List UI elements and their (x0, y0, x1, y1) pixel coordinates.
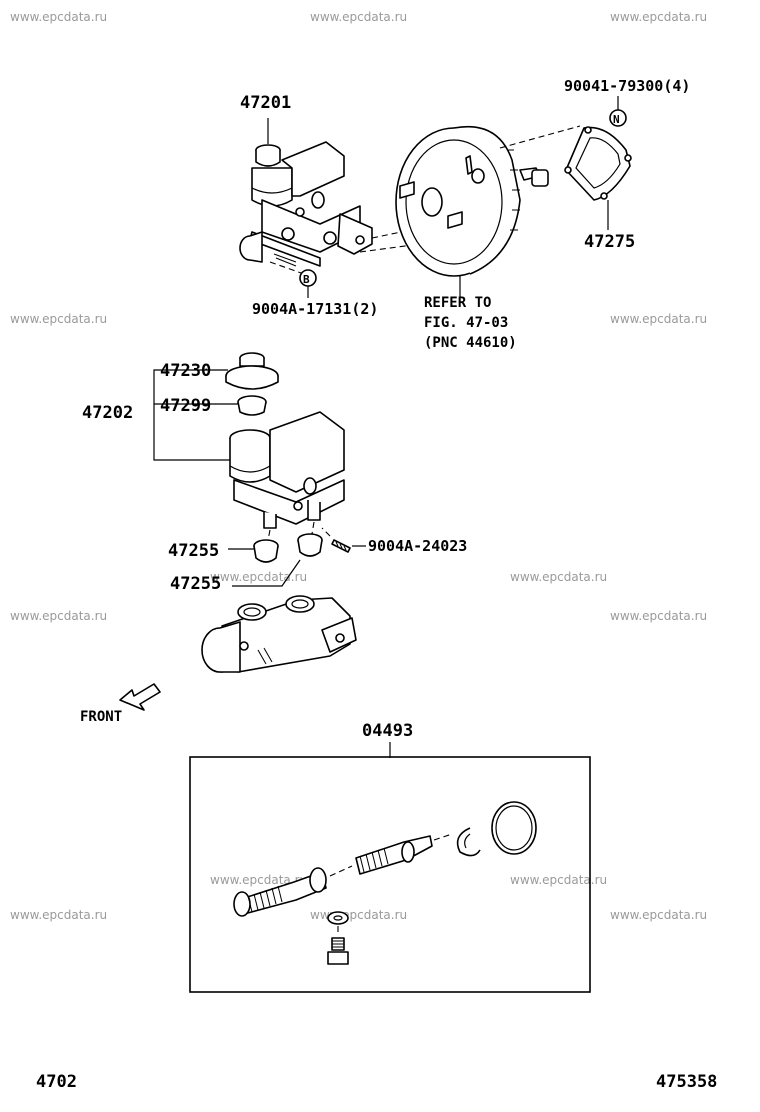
marker-b-label: B (303, 273, 310, 286)
nut-line (499, 125, 581, 149)
reservoir-strainer-47299 (237, 395, 267, 416)
refer-line-3: (PNC 44610) (424, 335, 517, 351)
part-label-47255-upper: 47255 (168, 541, 219, 561)
reservoir-tank (229, 411, 345, 529)
marker-n-icon (609, 109, 627, 127)
part-label-47299: 47299 (160, 396, 211, 416)
watermark-text: www.epcdata.ru (10, 609, 107, 623)
pin-line (321, 527, 331, 537)
grommet-47255-right (297, 533, 323, 557)
front-arrow-icon (119, 683, 161, 711)
watermark-text: www.epcdata.ru (10, 312, 107, 326)
watermark-text: www.epcdata.ru (10, 908, 107, 922)
part-label-47202: 47202 (82, 403, 133, 423)
master-cylinder-assembly-top (239, 141, 373, 267)
part-label-90041-79300: 90041-79300(4) (564, 77, 690, 95)
watermarks: www.epcdata.ru www.epcdata.ru www.epcdat… (10, 10, 707, 922)
watermark-text: www.epcdata.ru (610, 10, 707, 24)
front-label: FRONT (80, 709, 122, 725)
part-label-47230: 47230 (160, 361, 211, 381)
watermark-text: www.epcdata.ru (610, 908, 707, 922)
bracket-line (153, 369, 230, 461)
watermark-text: www.epcdata.ru (610, 312, 707, 326)
drawing-number: 475358 (656, 1072, 717, 1092)
reservoir-cap-47230 (225, 352, 279, 390)
assembly-line (267, 529, 271, 541)
watermark-text: www.epcdata.ru (210, 873, 307, 887)
part-label-47201: 47201 (240, 93, 291, 113)
watermark-text: www.epcdata.ru (510, 873, 607, 887)
refer-line-1: REFER TO (424, 295, 491, 311)
part-label-9004a-17131: 9004A-17131(2) (252, 300, 378, 318)
watermark-text: www.epcdata.ru (510, 570, 607, 584)
retaining-pin (331, 539, 351, 553)
leader-line (232, 559, 301, 587)
brake-booster (395, 126, 549, 277)
watermark-text: www.epcdata.ru (210, 570, 307, 584)
grommet-47255-left (253, 539, 279, 563)
marker-n-label: N (613, 113, 620, 126)
booster-gasket (564, 126, 632, 201)
part-label-04493: 04493 (362, 721, 413, 741)
part-label-9004a-24023: 9004A-24023 (368, 537, 467, 555)
figure-code: 4702 (36, 1072, 77, 1092)
repair-kit-contents (233, 801, 537, 965)
part-label-47275: 47275 (584, 232, 635, 252)
refer-line-2: FIG. 47-03 (424, 315, 508, 331)
watermark-text: www.epcdata.ru (310, 10, 407, 24)
bolt-line (269, 261, 305, 275)
assembly-line (311, 521, 315, 535)
watermark-text: www.epcdata.ru (610, 609, 707, 623)
watermark-text: www.epcdata.ru (10, 10, 107, 24)
part-label-47255-lower: 47255 (170, 574, 221, 594)
repair-kit-box (189, 756, 591, 993)
master-cylinder-body (201, 595, 357, 673)
watermark-text: www.epcdata.ru (310, 908, 407, 922)
